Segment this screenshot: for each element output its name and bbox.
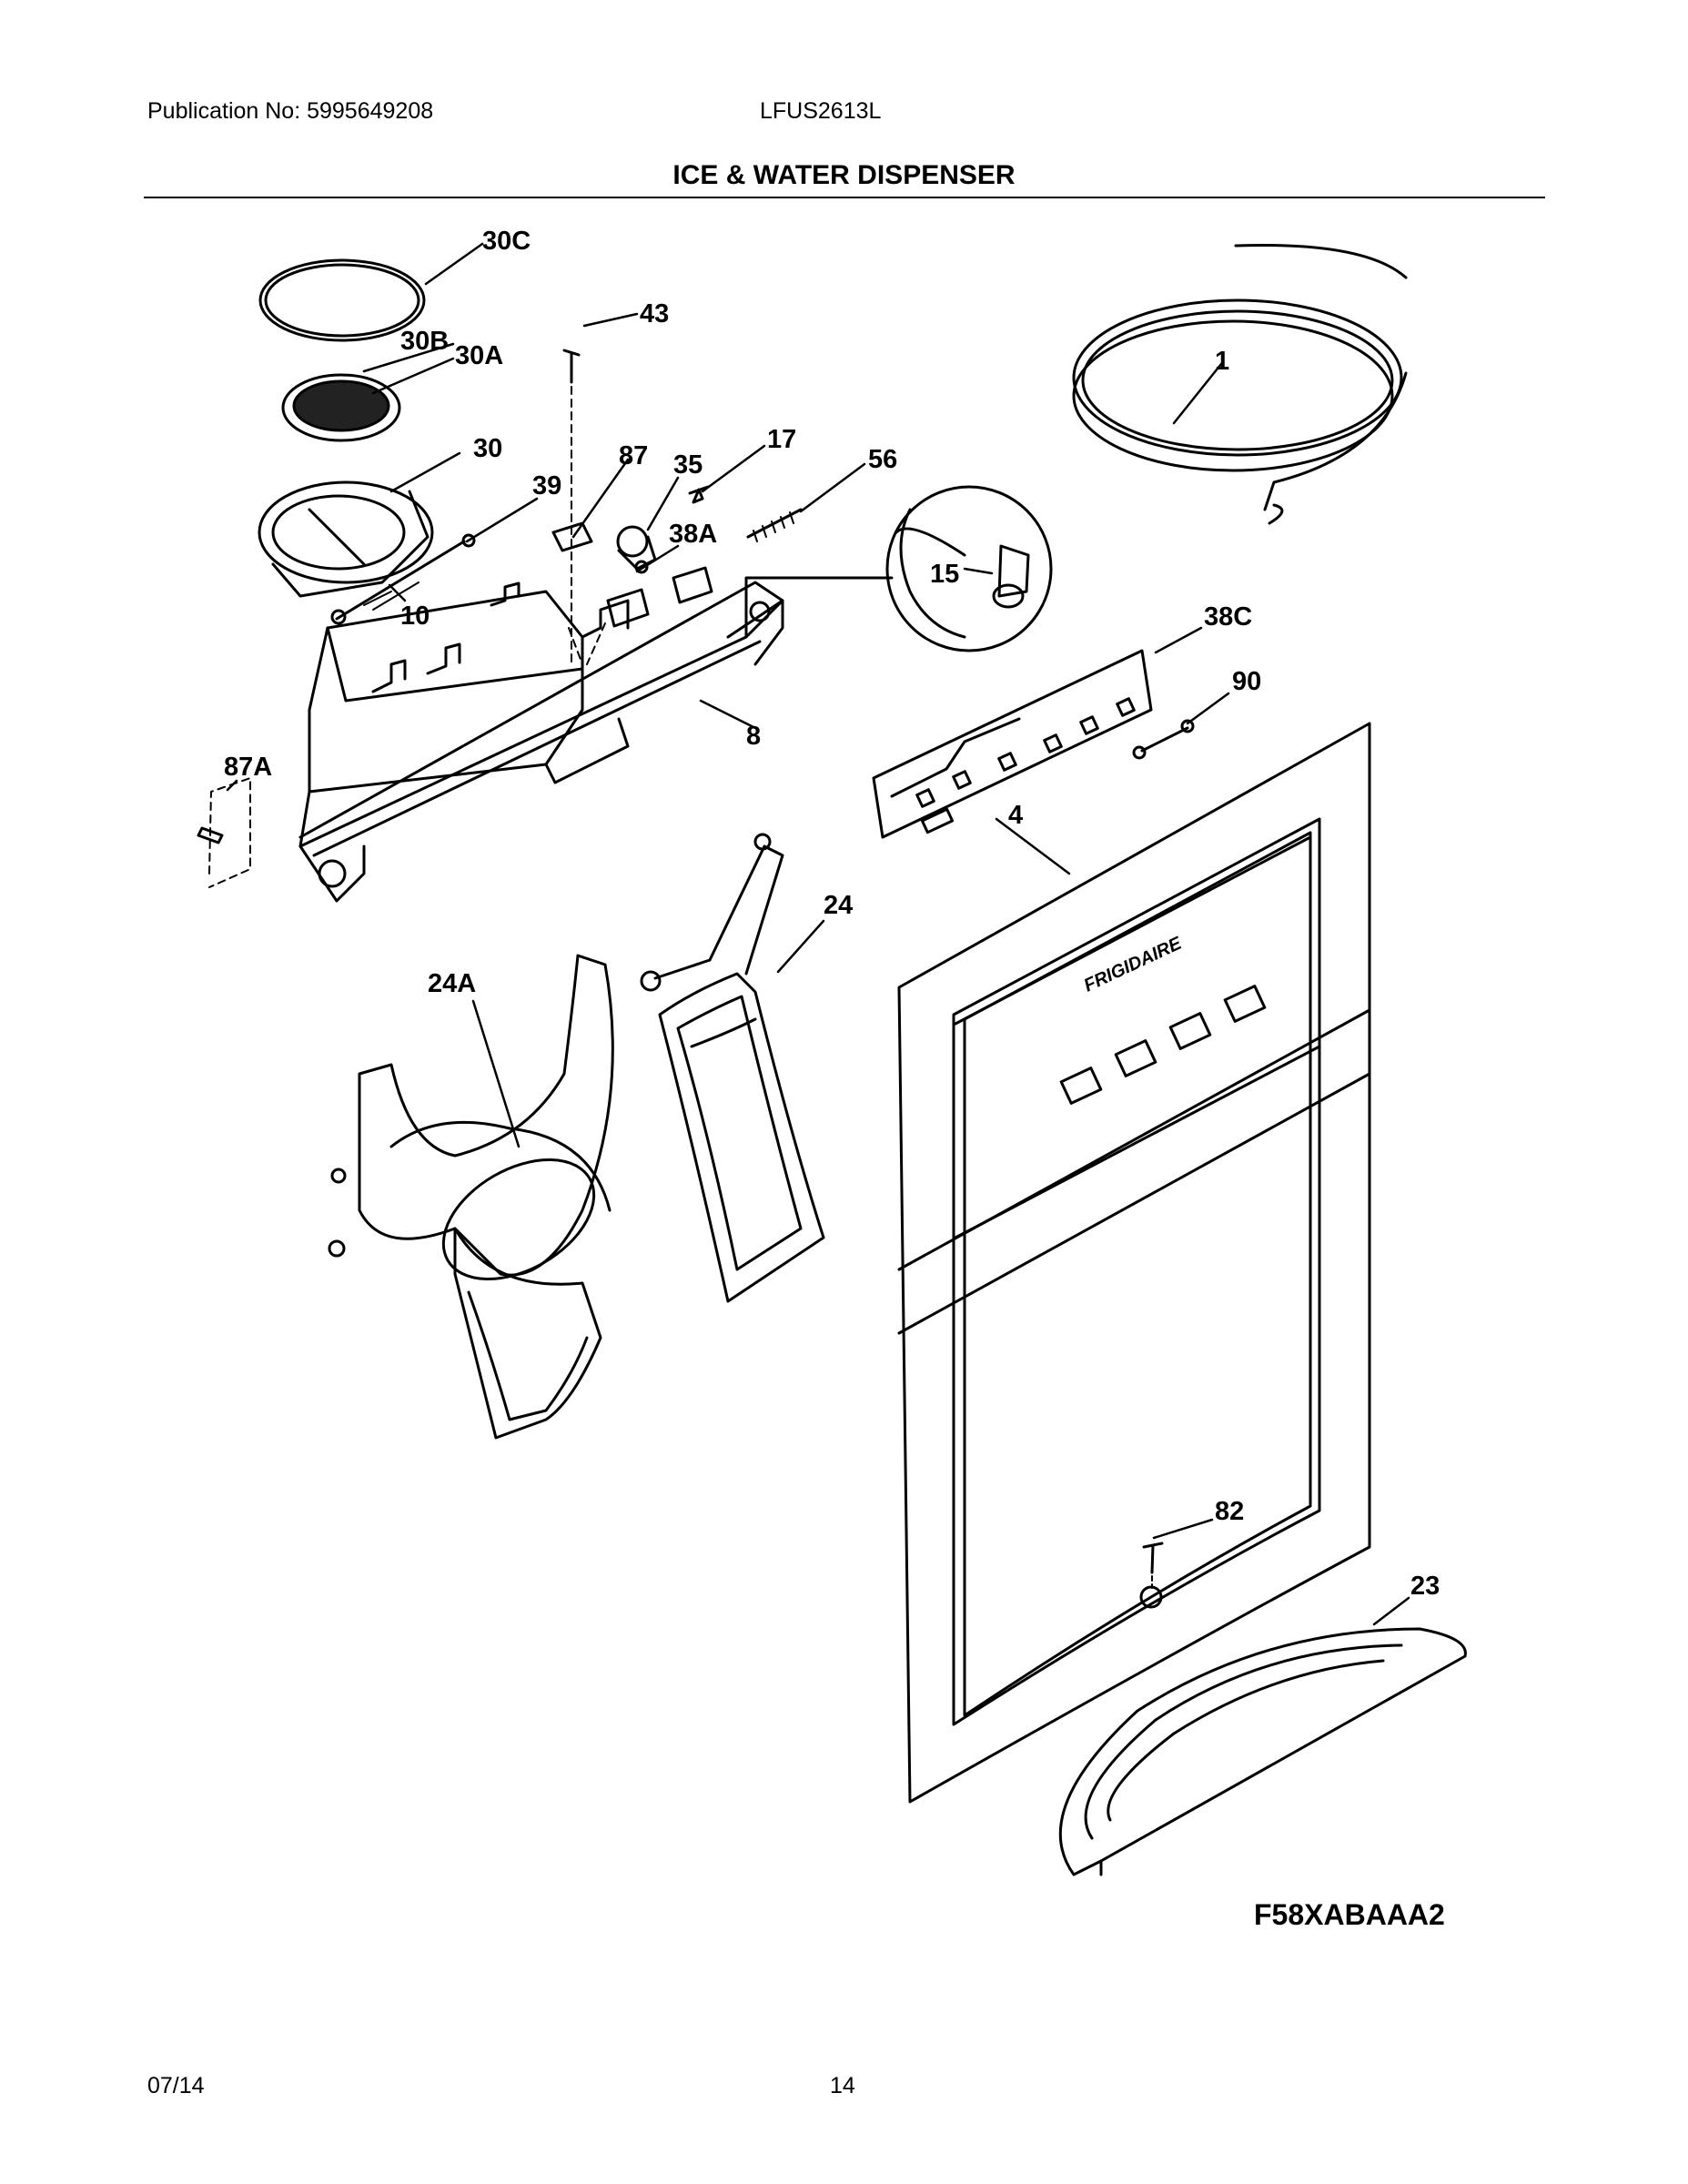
part-15-lamp-inset [885,485,1053,652]
callout-38a: 38A [669,520,717,549]
part-90-pin [1132,719,1195,760]
part-56-spring [746,508,803,542]
part-1-tubing [1072,243,1408,525]
callout-38c: 38C [1204,602,1252,632]
callout-1: 1 [1215,347,1229,376]
figure-code: F58XABAAA2 [1254,1898,1445,1931]
callout-17: 17 [767,425,796,454]
title-rule [144,197,1545,198]
part-24-paddle [640,833,825,1303]
part-87-bracket [551,521,593,552]
page-title: ICE & WATER DISPENSER [672,160,1016,190]
part-87a-clip [197,777,251,888]
callout-56: 56 [868,445,897,474]
callout-82: 82 [1215,1497,1244,1526]
callout-8: 8 [746,722,761,751]
part-23-drip-tray [1058,1627,1467,1876]
callout-labels: 30C 43 30B 30A 1 30 87 35 17 56 39 38A 1… [224,227,1440,1601]
callout-30a: 30A [455,341,503,370]
callout-35: 35 [673,450,702,480]
callout-23: 23 [1410,1572,1440,1601]
callout-24: 24 [824,891,853,920]
callout-30: 30 [473,434,502,463]
callout-24a: 24A [428,969,476,998]
part-43-screw [562,349,581,665]
callout-87: 87 [619,441,648,470]
publication-number: Publication No: 5995649208 [147,98,434,124]
part-4-front-panel [897,722,1371,1804]
part-8-housing [298,581,784,903]
part-38c-control-board [872,649,1153,839]
leader-lines [226,242,1410,1626]
callout-15: 15 [930,560,959,589]
part-30a-filter [281,373,401,442]
part-38a-switch [568,566,713,665]
footer-date: 07/14 [147,2073,205,2098]
callout-39: 39 [532,471,561,500]
part-17-screw [688,485,710,504]
brand-label: FRIGIDAIRE [1081,933,1186,996]
callout-10: 10 [400,602,430,631]
page-number: 14 [830,2073,855,2098]
callout-87a: 87A [224,753,272,782]
part-35-valve [616,525,657,574]
callout-30b: 30B [400,327,449,356]
part-30c-gasket [258,258,426,342]
model-number: LFUS2613L [760,98,882,124]
callout-4: 4 [1008,801,1023,830]
part-30-funnel-ring [258,480,476,625]
part-24a-ice-chute [328,954,614,1440]
callout-30c: 30C [482,227,531,256]
part-82-screw [1142,1542,1164,1589]
callout-90: 90 [1232,667,1261,696]
callout-43: 43 [640,299,669,329]
